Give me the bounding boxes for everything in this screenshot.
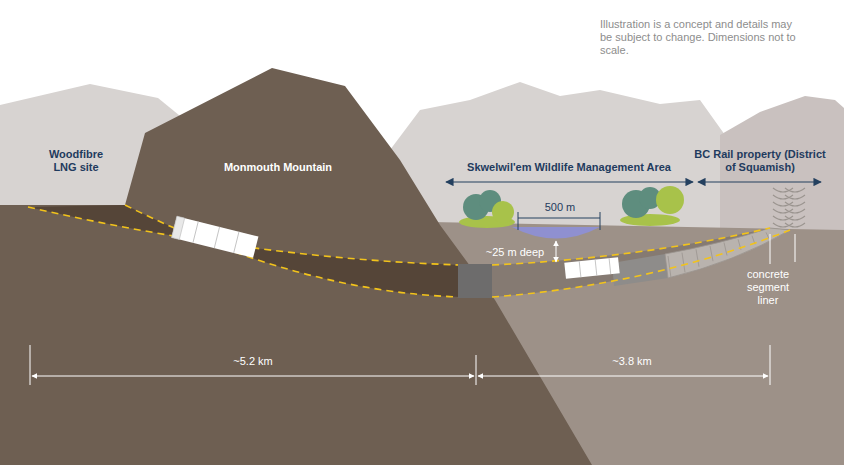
dimension-label: 500 m <box>535 201 585 214</box>
shaft <box>458 264 492 298</box>
site-label: Woodfibre LNG site <box>41 148 111 174</box>
tunnel-band <box>492 228 790 297</box>
trees <box>459 186 684 228</box>
tunnel-band <box>28 205 460 297</box>
liner-ring <box>785 209 805 213</box>
area-label: BC Rail property (District of Squamish) <box>693 148 828 174</box>
dimension-label: ~5.2 km <box>218 355 288 368</box>
mountain-label: Monmouth Mountain <box>208 161 348 174</box>
dimension-line <box>30 345 770 385</box>
liner-segment <box>696 249 699 267</box>
liner-segment <box>710 246 713 261</box>
tunnel-boring-machine <box>564 257 619 279</box>
liner-segment <box>682 253 685 273</box>
leader-line <box>795 234 796 262</box>
callout-label: concrete segment liner <box>739 268 797 308</box>
liner-segment <box>724 243 727 256</box>
pond <box>512 227 600 239</box>
area-arrow <box>446 181 693 182</box>
depth-arrow <box>556 241 557 262</box>
liner-ring <box>785 216 805 220</box>
liner-icon <box>773 188 805 227</box>
area-label: Skwelwil'em Wildlife Management Area <box>449 161 689 174</box>
liner-ring <box>785 202 805 206</box>
width-bracket <box>518 212 600 230</box>
leader-line <box>770 234 771 264</box>
depth-label: ~25 m deep <box>480 246 550 259</box>
disclaimer-note: Illustration is a concept and details ma… <box>600 18 805 58</box>
dimension-label: ~3.8 km <box>597 355 667 368</box>
liner-ring <box>785 188 805 192</box>
tunnel-outline <box>28 205 790 297</box>
liner-ring <box>785 223 805 227</box>
liner-segment <box>668 256 671 278</box>
tunnel-boring-machine <box>172 216 259 258</box>
tunnel-gray-section <box>612 254 668 286</box>
liner-ring <box>785 195 805 199</box>
area-arrow <box>698 181 821 182</box>
